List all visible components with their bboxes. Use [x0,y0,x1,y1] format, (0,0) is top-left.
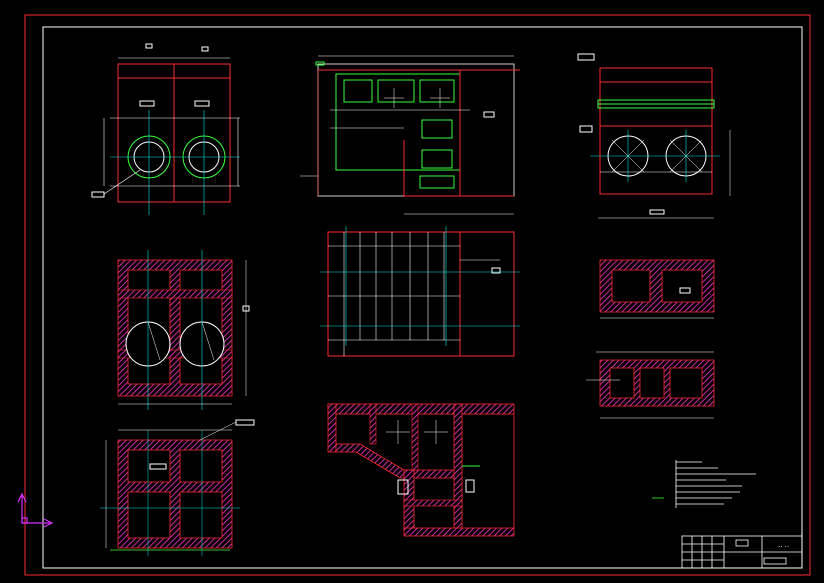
notes-text-block [652,460,756,508]
title-block: ·· ·· [681,535,803,569]
view-framing-plan-center [320,226,520,357]
ucs-axis-icon [17,492,54,528]
view-hatched-plan-bottom-left [100,419,255,556]
view-section-top-center [300,55,520,215]
view-hatched-section-right-mid [599,259,715,319]
view-hatched-section-right-low [586,351,715,419]
inner-border [42,26,803,569]
view-hatched-plan-mid-left [117,250,250,410]
outer-frame [24,14,811,576]
view-plan-top-left [91,43,240,215]
view-plan-top-right [577,53,731,219]
title-block-code: ·· ·· [778,543,789,551]
view-hatched-section-bottom-center [327,403,515,537]
